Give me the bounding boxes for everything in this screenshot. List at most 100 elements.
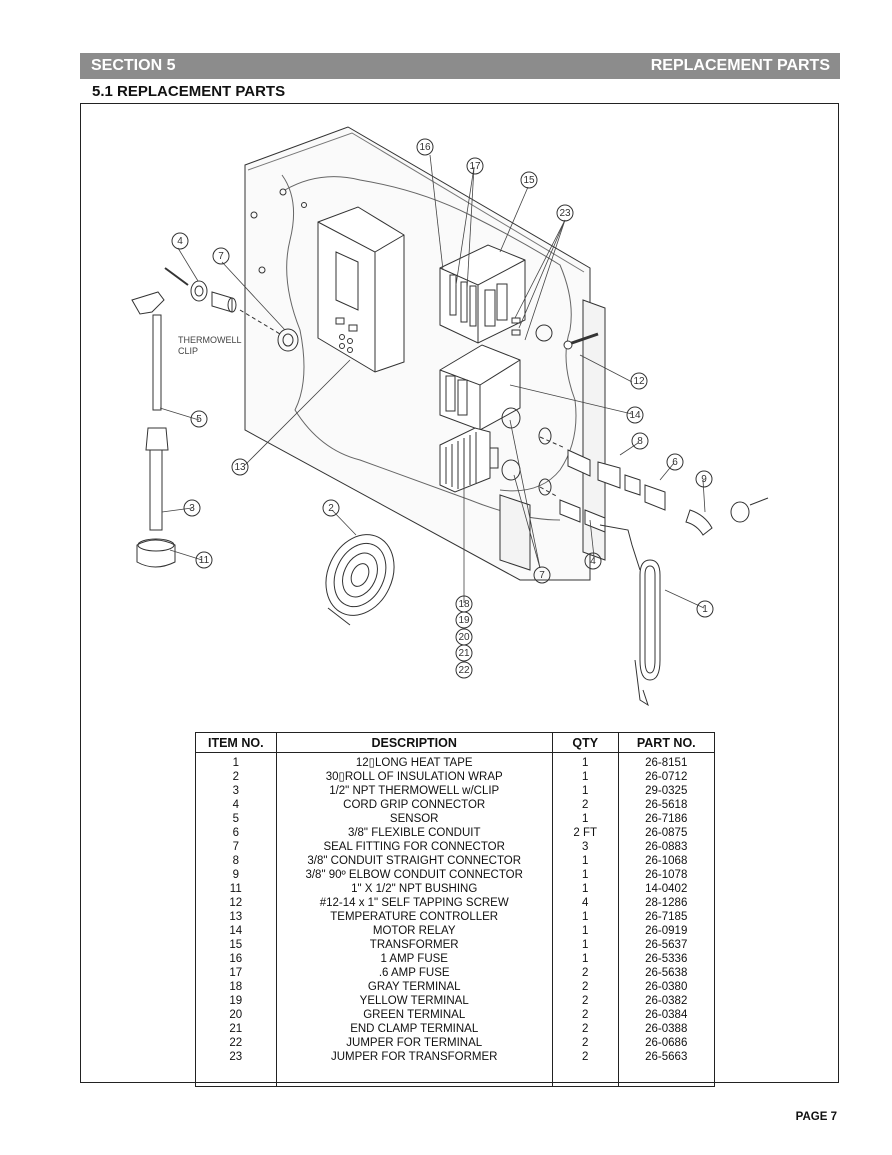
- col-qty: QTY: [551, 732, 619, 753]
- description-cell: SENSOR: [275, 812, 553, 826]
- part-no-cell: 28-1286: [617, 896, 716, 910]
- qty-cell: 1: [551, 938, 619, 952]
- col-part-no: PART NO.: [617, 732, 716, 753]
- conduit-assembly: [501, 407, 769, 571]
- part-no-cell: 26-0919: [617, 924, 716, 938]
- insulation-roll: [325, 534, 395, 626]
- fuses: [449, 274, 521, 336]
- page-subtitle: 5.1 REPLACEMENT PARTS: [92, 83, 286, 100]
- part-no-cell: 26-7186: [617, 812, 716, 826]
- col-description: DESCRIPTION: [275, 732, 553, 753]
- callout-21: 21: [458, 648, 470, 659]
- left-fittings: [164, 267, 299, 352]
- description-cell: .6 AMP FUSE: [275, 966, 553, 980]
- terminal-block: [439, 427, 499, 493]
- callout-19: 19: [458, 615, 470, 626]
- callout-8: 8: [637, 436, 643, 447]
- description-cell: JUMPER FOR TRANSFORMER: [275, 1050, 553, 1064]
- item-no-cell: 9: [195, 868, 277, 882]
- description-cell: TEMPERATURE CONTROLLER: [275, 910, 553, 924]
- description-cell: 12▯LONG HEAT TAPE: [275, 752, 553, 770]
- item-no-cell: 3: [195, 784, 277, 798]
- temperature-controller: [317, 206, 405, 373]
- description-cell: #12-14 x 1" SELF TAPPING SCREW: [275, 896, 553, 910]
- qty-cell: 1: [551, 770, 619, 784]
- item-no-cell: 21: [195, 1022, 277, 1036]
- qty-cell: 1: [551, 752, 619, 770]
- qty-cell: 2: [551, 1008, 619, 1022]
- qty-cell: 3: [551, 840, 619, 854]
- callout-2: 2: [328, 503, 334, 514]
- item-no-cell: 1: [195, 752, 277, 770]
- callout-4-right: 4: [590, 556, 596, 567]
- description-cell: GREEN TERMINAL: [275, 1008, 553, 1022]
- item-no-cell: 4: [195, 798, 277, 812]
- callout-16: 16: [419, 142, 431, 153]
- qty-cell: 2: [551, 1022, 619, 1036]
- part-no-cell: 26-0382: [617, 994, 716, 1008]
- item-no-cell: 13: [195, 910, 277, 924]
- part-no-cell: 14-0402: [617, 882, 716, 896]
- section-title: REPLACEMENT PARTS: [650, 57, 830, 74]
- spacer-cell: [617, 1064, 716, 1087]
- qty-cell: 2: [551, 1050, 619, 1064]
- callout-3: 3: [189, 503, 195, 514]
- description-cell: 3/8" CONDUIT STRAIGHT CONNECTOR: [275, 854, 553, 868]
- callout-23: 23: [559, 208, 571, 219]
- description-cell: GRAY TERMINAL: [275, 980, 553, 994]
- callout-4-left: 4: [177, 236, 183, 247]
- qty-cell: 2 FT: [551, 826, 619, 840]
- callout-circles: [171, 138, 714, 679]
- qty-cell: 1: [551, 924, 619, 938]
- thermowell-label-line1: THERMOWELL: [178, 335, 242, 345]
- item-no-cell: 14: [195, 924, 277, 938]
- callout-6: 6: [672, 457, 678, 468]
- item-no-cell: 7: [195, 840, 277, 854]
- thermowell-label-line2: CLIP: [178, 346, 198, 356]
- item-no-cell: 12: [195, 896, 277, 910]
- callout-15: 15: [523, 175, 535, 186]
- part-no-cell: 26-1068: [617, 854, 716, 868]
- spacer-cell: [275, 1064, 553, 1087]
- item-no-cell: 19: [195, 994, 277, 1008]
- qty-cell: 1: [551, 854, 619, 868]
- callout-22: 22: [458, 665, 470, 676]
- qty-cell: 1: [551, 882, 619, 896]
- item-no-cell: 17: [195, 966, 277, 980]
- callout-20: 20: [458, 632, 470, 643]
- spacer-cell: [195, 1064, 277, 1087]
- part-no-cell: 26-7185: [617, 910, 716, 924]
- mounting-panel: [244, 126, 606, 581]
- callout-7-bottom: 7: [539, 570, 545, 581]
- motor-relay: [439, 344, 521, 431]
- description-cell: END CLAMP TERMINAL: [275, 1022, 553, 1036]
- item-no-cell: 11: [195, 882, 277, 896]
- item-no-cell: 22: [195, 1036, 277, 1050]
- qty-cell: 2: [551, 994, 619, 1008]
- callout-18: 18: [458, 599, 470, 610]
- col-item-no: ITEM NO.: [195, 732, 277, 753]
- qty-cell: 2: [551, 966, 619, 980]
- heat-tape: [634, 559, 661, 707]
- exploded-parts-diagram: 16 17 15 23 4 7 5 3 11 13 12 14 8 6 9 2 …: [131, 126, 769, 707]
- description-cell: JUMPER FOR TERMINAL: [275, 1036, 553, 1050]
- part-no-cell: 26-0380: [617, 980, 716, 994]
- item-no-cell: 20: [195, 1008, 277, 1022]
- qty-cell: 1: [551, 952, 619, 966]
- callout-5: 5: [196, 414, 202, 425]
- qty-cell: 2: [551, 980, 619, 994]
